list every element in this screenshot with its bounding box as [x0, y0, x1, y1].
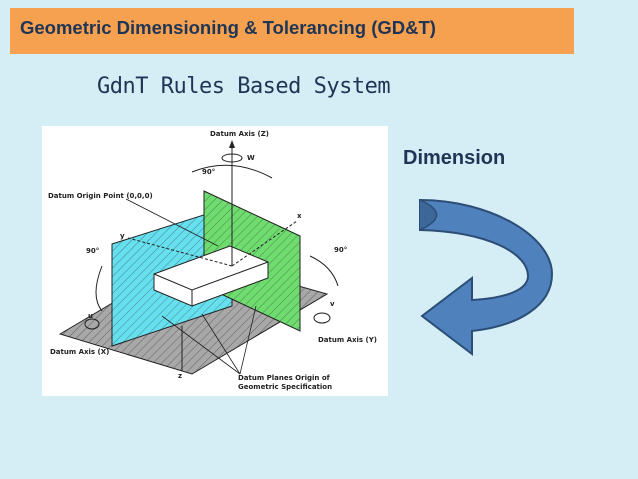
angle-left-label: 90° [86, 247, 99, 255]
datum-axis-x-label: Datum Axis (X) [50, 348, 109, 356]
datum-axis-y-label: Datum Axis (Y) [318, 336, 377, 344]
datum-diagram-panel: Datum Axis (Z) W 90° Datum Origin Point … [42, 126, 388, 396]
slide-title: Geometric Dimensioning & Tolerancing (GD… [20, 17, 436, 38]
x-axis-label: x [297, 212, 302, 220]
curved-arrow-icon [419, 198, 554, 357]
angle-right-label: 90° [334, 246, 347, 254]
u-label: u [88, 312, 93, 320]
datum-planes-label-line1: Datum Planes Origin of [238, 374, 331, 382]
datum-diagram: Datum Axis (Z) W 90° Datum Origin Point … [48, 130, 377, 391]
y-axis-label: y [120, 232, 125, 240]
slide-subtitle: GdnT Rules Based System [97, 74, 391, 99]
dimension-label: Dimension [403, 147, 506, 169]
datum-axis-z-label: Datum Axis (Z) [210, 130, 269, 138]
datum-planes-label-line2: Geometric Specification [238, 383, 332, 391]
angle-top-label: 90° [202, 168, 215, 176]
v-label: v [330, 300, 335, 308]
z-axis-label: z [178, 372, 182, 380]
datum-origin-point-label: Datum Origin Point (0,0,0) [48, 192, 153, 200]
workpiece-block [153, 245, 269, 307]
w-label: W [247, 154, 255, 162]
title-bar [10, 8, 574, 54]
